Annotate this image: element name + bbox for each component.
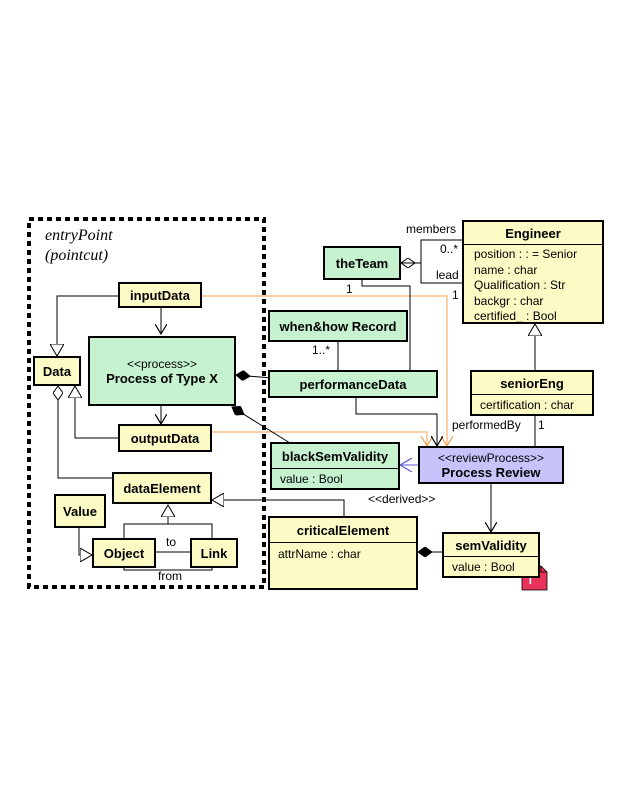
assoc-object-link-from	[123, 566, 213, 571]
class-semvalidity-name: semValidity	[455, 537, 527, 553]
aspect-title: entryPoint (pointcut)	[45, 226, 113, 266]
class-object[interactable]: Object	[92, 538, 156, 568]
engineer-attr-qualification: Qualification : Str	[474, 278, 566, 292]
class-value-name: Value	[63, 503, 97, 519]
class-link-name: Link	[200, 545, 228, 561]
label-derived: <<derived>>	[368, 492, 436, 506]
class-theteam[interactable]: theTeam	[323, 246, 401, 280]
class-criticalelement-attr: attrName : char	[270, 542, 416, 565]
engineer-attr-position: position : : = Senior	[474, 247, 578, 261]
class-outputdata-name: outputData	[130, 430, 200, 446]
comp-process-blacksemvalidity	[232, 407, 291, 444]
class-performancedata[interactable]: performanceData	[268, 370, 438, 398]
class-performancedata-name: performanceData	[299, 376, 407, 392]
aspect-title-line1: entryPoint	[45, 227, 113, 244]
label-record-mult: 1..*	[312, 343, 331, 357]
class-blacksemvalidity-name: blackSemValidity	[281, 448, 389, 464]
engineer-attr-backgr: backgr : char	[474, 293, 544, 308]
label-team-mult: 1	[346, 282, 353, 296]
review-stereotype: <<reviewProcess>>	[437, 450, 545, 465]
class-process-review[interactable]: <<reviewProcess>> Process Review	[418, 446, 564, 484]
svg-text:T: T	[527, 575, 534, 587]
entrypoint-frame	[27, 217, 266, 589]
class-senioreng-name: seniorEng	[500, 375, 564, 391]
engineer-attr-name: name : char	[474, 262, 538, 277]
class-blacksemvalidity-attr: value : Bool	[272, 468, 398, 489]
label-lead: lead	[436, 268, 459, 282]
label-performedby-mult: 1	[538, 418, 545, 432]
comp-team-performancedata	[361, 280, 410, 370]
label-to: to	[166, 535, 177, 549]
dep-inputdata-review	[202, 295, 447, 446]
class-whenhow-record[interactable]: when&how Record	[268, 310, 408, 342]
dep-outputdata-review	[212, 431, 427, 446]
class-criticalelement[interactable]: criticalElement attrName : char	[268, 516, 418, 590]
class-dataelement[interactable]: dataElement	[112, 472, 212, 504]
class-semvalidity[interactable]: semValidity value : Bool	[442, 532, 540, 578]
class-value[interactable]: Value	[54, 494, 106, 528]
gen-outputdata-data	[75, 386, 118, 439]
class-inputdata[interactable]: inputData	[118, 282, 202, 308]
label-members-mult: 0..*	[440, 242, 459, 256]
dep-performancedata-review	[355, 398, 437, 446]
label-lead-mult: 1	[452, 288, 459, 302]
class-outputdata[interactable]: outputData	[118, 424, 212, 452]
process-stereotype: <<process>>	[126, 356, 198, 371]
engineer-attr-certified: certified_ : Bool	[474, 309, 557, 323]
class-blacksemvalidity[interactable]: blackSemValidity value : Bool	[270, 442, 400, 490]
class-object-name: Object	[103, 545, 145, 561]
class-theteam-name: theTeam	[335, 255, 389, 271]
class-senioreng-attr: certification : char	[472, 394, 592, 415]
gen-criticalelement-dataelement	[212, 500, 345, 516]
label-performedby: performedBy	[452, 418, 521, 432]
class-criticalelement-name: criticalElement	[296, 522, 390, 538]
assoc-engineer-team-lead	[401, 262, 462, 284]
class-engineer-name: Engineer	[505, 225, 561, 241]
dep-value-object	[78, 528, 92, 555]
class-dataelement-name: dataElement	[123, 480, 201, 496]
class-inputdata-name: inputData	[130, 287, 190, 303]
gen-inputdata-data	[57, 295, 118, 356]
class-senioreng[interactable]: seniorEng certification : char	[470, 370, 594, 416]
class-engineer[interactable]: Engineer position : : = Senior name : ch…	[462, 220, 604, 324]
class-link[interactable]: Link	[190, 538, 238, 568]
class-engineer-attrs: position : : = Senior name : char Qualif…	[464, 244, 602, 327]
process-name: Process of Type X	[106, 370, 218, 386]
review-name: Process Review	[441, 464, 541, 480]
label-members: members	[406, 222, 457, 236]
agg-data-dataelement	[58, 386, 112, 479]
class-process-type-x[interactable]: <<process>> Process of Type X	[88, 336, 236, 406]
aspect-title-line2: (pointcut)	[45, 247, 109, 264]
class-data[interactable]: Data	[33, 356, 81, 386]
class-semvalidity-attr: value : Bool	[444, 556, 538, 577]
label-from: from	[158, 569, 182, 583]
class-whenhow-record-name: when&how Record	[279, 318, 397, 334]
class-data-name: Data	[42, 363, 72, 379]
